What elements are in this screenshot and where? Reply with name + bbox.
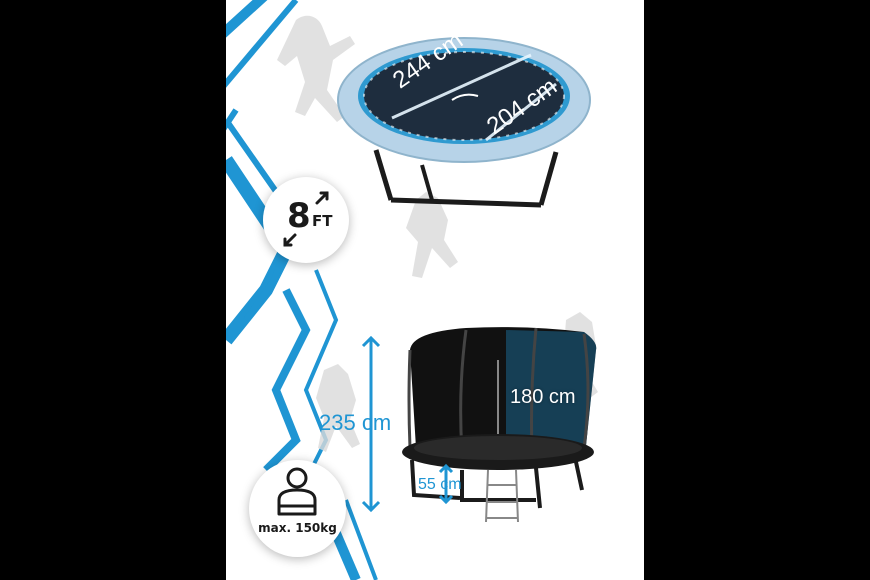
weight-badge: max. 150kg bbox=[249, 460, 346, 557]
jump-height-label: 55 cm bbox=[418, 476, 462, 493]
size-badge: 8 FT bbox=[263, 177, 349, 263]
product-image-canvas: 244 cm 204 cm 8 FT bbox=[226, 0, 644, 580]
trampoline-side-view bbox=[361, 327, 597, 523]
max-load-label: max. 150kg bbox=[258, 521, 337, 535]
net-height-label: 180 cm bbox=[510, 386, 576, 408]
size-value: 8 bbox=[287, 196, 311, 236]
trampoline-top-view bbox=[337, 37, 591, 208]
size-unit: FT bbox=[312, 212, 333, 230]
diagonal-arrows-icon bbox=[283, 191, 329, 247]
person-icon bbox=[277, 467, 317, 516]
total-height-label: 235 cm bbox=[319, 410, 392, 435]
vertical-arrow-icon bbox=[361, 335, 454, 513]
